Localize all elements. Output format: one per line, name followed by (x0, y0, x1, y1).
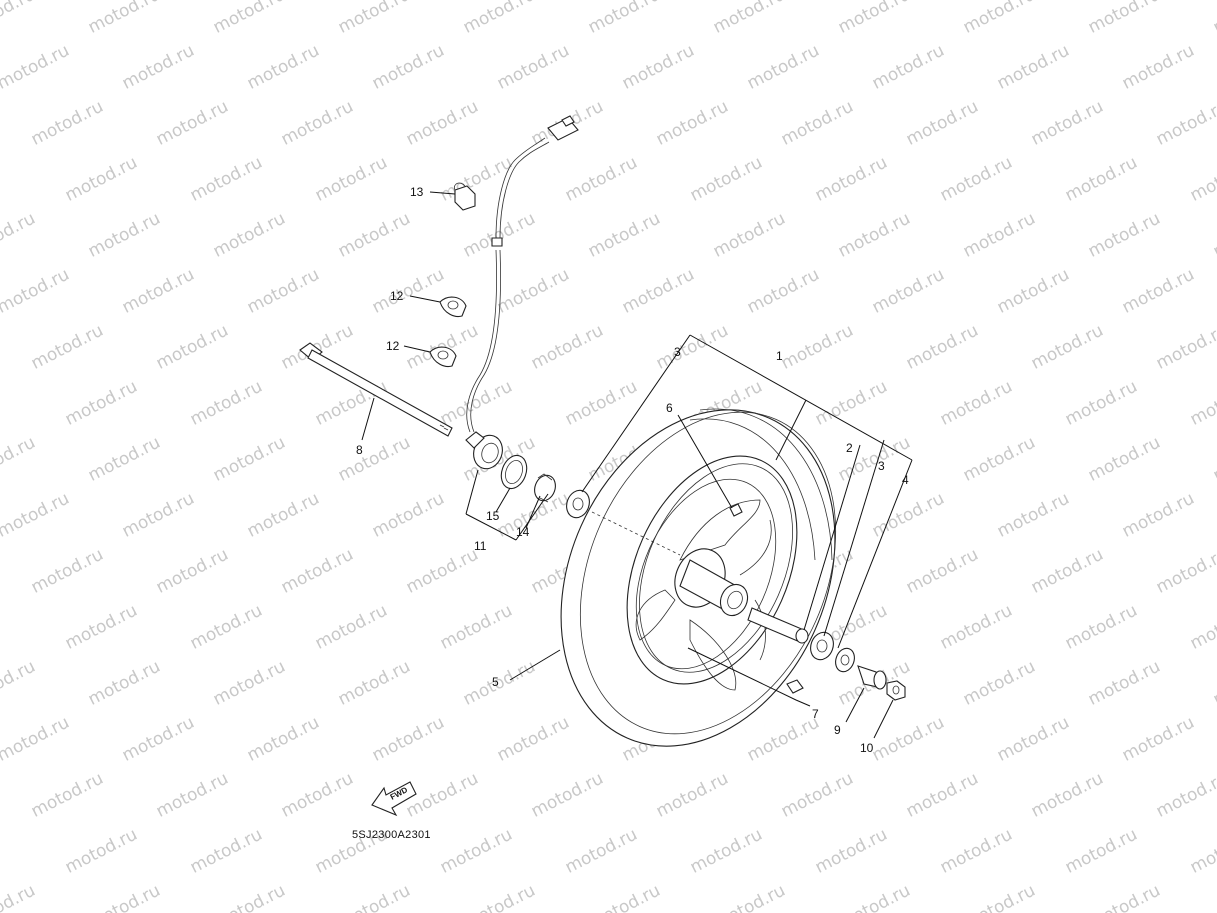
callout-13: 13 (410, 185, 424, 199)
callout-7: 7 (812, 707, 819, 721)
collar (747, 607, 809, 644)
callout-12-upper: 12 (390, 289, 404, 303)
speedometer-cable (466, 115, 579, 433)
speedometer-gear-unit (465, 431, 503, 470)
wheel-axle (299, 342, 453, 437)
oil-seal (835, 647, 855, 673)
bearing-left (566, 489, 590, 519)
cable-clamp-12a (439, 296, 467, 318)
collar-9 (857, 665, 887, 690)
callout-3-top: 3 (674, 345, 681, 359)
callout-6: 6 (666, 401, 673, 415)
callout-2: 2 (846, 441, 853, 455)
callout-5: 5 (492, 675, 499, 689)
cable-clamp-12b (429, 346, 457, 368)
gear-retainer (534, 473, 556, 503)
cable-guide-13 (453, 182, 476, 211)
bearing-right (810, 631, 834, 661)
callout-12-lower: 12 (386, 339, 400, 353)
callout-8: 8 (356, 443, 363, 457)
callout-15: 15 (486, 509, 500, 523)
diagram-code: 5SJ2300A2301 (352, 829, 431, 841)
callout-11: 11 (474, 539, 487, 553)
fwd-arrow: FWD (371, 781, 417, 817)
front-wheel-tire (560, 408, 837, 747)
leader-lines (361, 191, 913, 739)
callout-4: 4 (902, 473, 909, 487)
washer (500, 454, 528, 490)
callout-labels: 1 2 3 3 4 5 6 7 8 9 10 11 12 12 13 14 15 (356, 185, 909, 755)
callout-3-right: 3 (878, 459, 885, 473)
callout-10: 10 (860, 741, 874, 755)
callout-14: 14 (516, 525, 530, 539)
axle-nut (886, 680, 906, 701)
callout-1: 1 (776, 349, 783, 363)
callout-9: 9 (834, 723, 841, 737)
